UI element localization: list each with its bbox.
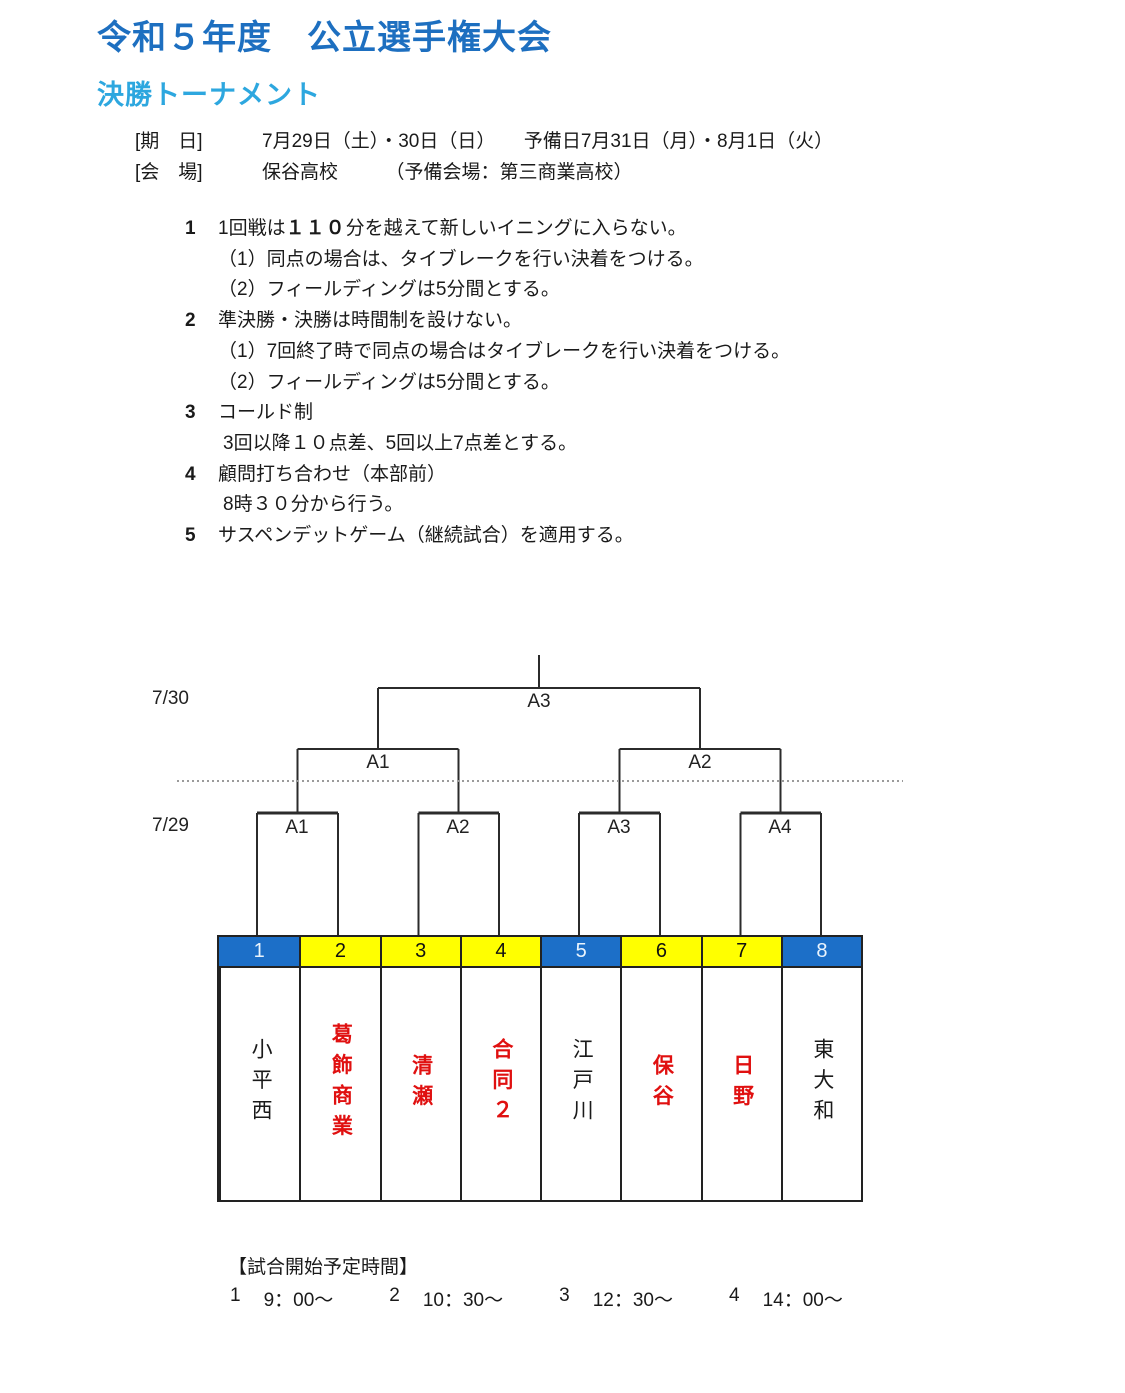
date-label: [期 日] <box>135 131 203 152</box>
day-label-730: 7/30 <box>152 688 189 709</box>
day-label-729: 7/29 <box>152 815 189 836</box>
rule-item-1-sub-2: （2）フィールディングは5分間とする。 <box>218 279 560 301</box>
venue-value: 保谷高校 （予備会場：第三商業高校） <box>262 162 633 183</box>
semifinal-2-label: A2 <box>688 752 712 773</box>
team-cell: 保谷 <box>620 968 701 1200</box>
seed-header-6: 6 <box>620 937 701 968</box>
tournament-bracket-diagram <box>177 655 903 935</box>
team-name: 江戸川 <box>570 1038 594 1130</box>
date-value: 7月29日（土）・30日（日） 予備日7月31日（月）・8月1日（火） <box>262 131 834 152</box>
seed-header-4: 4 <box>459 937 540 968</box>
seed-header-7: 7 <box>700 937 781 968</box>
team-cell: 小平西 <box>219 968 300 1200</box>
final-match-label: A3 <box>527 691 551 712</box>
team-cell: 清瀬 <box>379 968 460 1200</box>
team-name: 日野 <box>730 1053 754 1115</box>
team-name: 清瀬 <box>409 1053 433 1115</box>
first-round-2-label: A2 <box>446 817 470 838</box>
first-round-1-label: A1 <box>285 817 309 838</box>
first-round-4-label: A4 <box>768 817 792 838</box>
team-cell: 日野 <box>700 968 781 1200</box>
seed-header-8: 8 <box>780 937 861 968</box>
team-cell: 合同２ <box>459 968 540 1200</box>
team-name: 東大和 <box>810 1038 834 1130</box>
event-date-line: [期 日] 7月29日（土）・30日（日） 予備日7月31日（月）・8月1日（火… <box>135 126 833 157</box>
team-cell: 東大和 <box>780 968 861 1200</box>
rule-item-2-sub-2: （2）フィールディングは5分間とする。 <box>218 371 560 393</box>
seed-header-3: 3 <box>379 937 460 968</box>
page-title: 令和５年度 公立選手権大会 <box>97 19 552 57</box>
event-info: [期 日] 7月29日（土）・30日（日） 予備日7月31日（月）・8月1日（火… <box>135 126 833 188</box>
rule-item-4-sub-1: 8時３０分から行う。 <box>223 494 404 516</box>
first-round-3-label: A3 <box>607 817 631 838</box>
rule-item-2-sub-1: （1）7回終了時で同点の場合はタイブレークを行い決着をつける。 <box>218 340 791 362</box>
team-name: 保谷 <box>650 1053 674 1115</box>
seed-header-5: 5 <box>540 937 621 968</box>
team-cell: 葛飾商業 <box>299 968 380 1200</box>
seed-header-2: 2 <box>299 937 380 968</box>
rule-item-1-sub-1: （1）同点の場合は、タイブレークを行い決着をつける。 <box>218 248 704 270</box>
team-name: 葛飾商業 <box>329 1023 353 1145</box>
team-name: 合同２ <box>489 1038 513 1130</box>
seed-header-1: 1 <box>219 937 300 968</box>
event-venue-line: [会 場] 保谷高校 （予備会場：第三商業高校） <box>135 157 833 188</box>
start-times-title: 【試合開始予定時間】 <box>228 1257 419 1278</box>
section-title: 決勝トーナメント <box>97 80 321 110</box>
seed-table: 1 2 3 4 5 6 7 8 小平西 葛飾商業 清瀬 合同２ 江戸川 保谷 日… <box>217 935 863 1202</box>
semifinal-1-label: A1 <box>366 752 390 773</box>
rule-item-3-sub-1: 3回以降１０点差、5回以上7点差とする。 <box>223 432 578 454</box>
venue-label: [会 場] <box>135 162 203 183</box>
team-cell: 江戸川 <box>540 968 621 1200</box>
team-name: 小平西 <box>249 1038 273 1130</box>
